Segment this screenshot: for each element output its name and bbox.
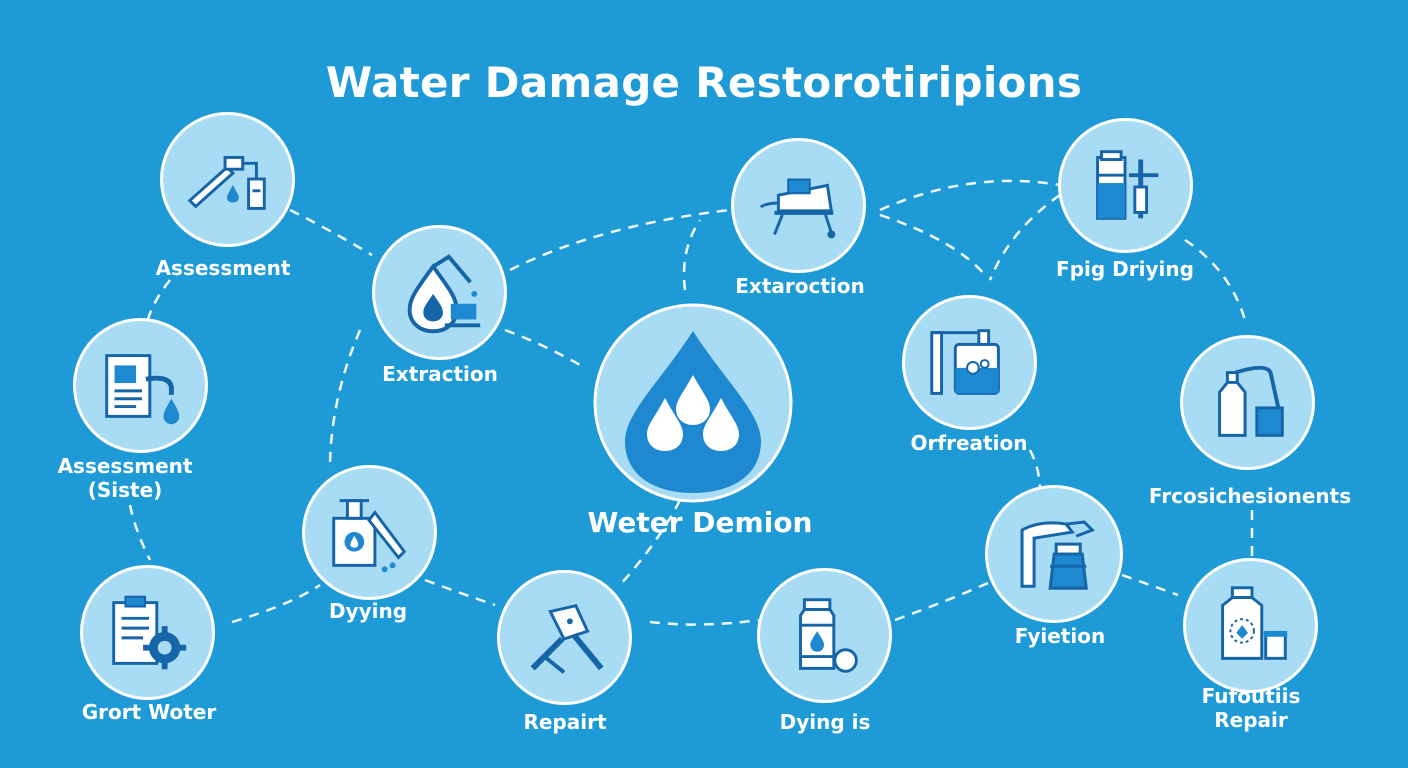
bottle-drop-icon — [799, 598, 859, 674]
node-repairt — [497, 570, 632, 705]
connector-orfreation-fyietion — [1028, 449, 1042, 491]
node-label-extraction: Extraction — [382, 362, 498, 386]
page-title: Water Damage Restorotiripions — [325, 58, 1083, 108]
node-label-assessment-siste: Assessment (Siste) — [57, 454, 193, 502]
node-fpig-driying — [1058, 118, 1193, 253]
connector-extraction-dyying — [328, 329, 362, 471]
node-label-fufoutiis-repair: Fufoutiis Repair — [1201, 684, 1301, 732]
connector-center-repair — [619, 499, 682, 586]
node-label-orfreation: Orfreation — [910, 431, 1028, 455]
node-label-extaroction: Extaroction — [735, 274, 865, 298]
connector-extaroction-orfreation — [879, 213, 986, 276]
node-label-frcosichesionents: Frcosichesionents — [1148, 484, 1352, 508]
node-label-dyying: Dyying — [328, 599, 408, 623]
repair-tool-icon — [531, 604, 605, 675]
hose-sprayer-icon — [188, 156, 267, 211]
extraction-pump-icon — [408, 254, 481, 334]
connector-assessment-siste-grort — [128, 504, 152, 561]
connector-extraction-extaroction — [509, 208, 731, 272]
connector-assessment-assessment-siste — [143, 279, 171, 331]
node-label-fyietion: Fyietion — [1014, 624, 1106, 648]
connector-fyietion-fufoutiis — [1121, 573, 1179, 597]
node-assessment-siste — [73, 318, 208, 453]
node-assessment — [160, 112, 295, 247]
clipboard-gear-icon — [112, 596, 187, 670]
node-frcosichesionents — [1180, 335, 1315, 470]
node-orfreation — [902, 295, 1037, 430]
bottle-faucet-icon — [1218, 366, 1285, 438]
center-water-drop-node — [593, 303, 793, 503]
connector-dyying-repair — [424, 578, 496, 607]
center-label: Weter Demion — [587, 506, 813, 539]
connector-fpig-orfreation — [988, 193, 1061, 281]
extraction-cart-icon — [760, 179, 836, 239]
connector-assessment-extraction — [289, 208, 373, 257]
connector-fpig-frcos — [1184, 238, 1247, 321]
node-fyietion — [985, 485, 1123, 623]
document-faucet-icon — [105, 354, 180, 425]
node-label-dying-is: Dying is — [779, 710, 871, 734]
connector-grort-dyying — [231, 583, 321, 624]
connector-extaroction-fpig — [879, 179, 1061, 212]
spray-gun-icon — [1020, 520, 1095, 590]
node-dying-is — [757, 568, 892, 703]
node-label-fpig-driying: Fpig Driying — [1056, 257, 1194, 281]
water-drops-icon — [593, 303, 793, 503]
drying-pump-icon — [1096, 150, 1159, 221]
connector-repair-dyingis — [649, 618, 761, 626]
node-grort-woter — [80, 565, 215, 700]
node-extraction — [372, 225, 507, 360]
connector-dyingis-fyietion — [894, 578, 996, 622]
connector-extraction-center — [504, 328, 581, 367]
node-dyying — [302, 465, 437, 600]
node-fufoutiis-repair — [1183, 558, 1318, 693]
chemical-bottle-icon — [1221, 586, 1288, 661]
node-extaroction — [731, 138, 866, 273]
node-label-repairt: Repairt — [523, 710, 607, 734]
node-label-grort-woter: Grort Woter — [81, 700, 217, 724]
connector-center-extaroction — [682, 219, 702, 291]
node-label-assessment: Assessment — [155, 256, 291, 280]
sprayer-machine-icon — [332, 499, 407, 573]
water-tank-icon — [930, 329, 1001, 396]
